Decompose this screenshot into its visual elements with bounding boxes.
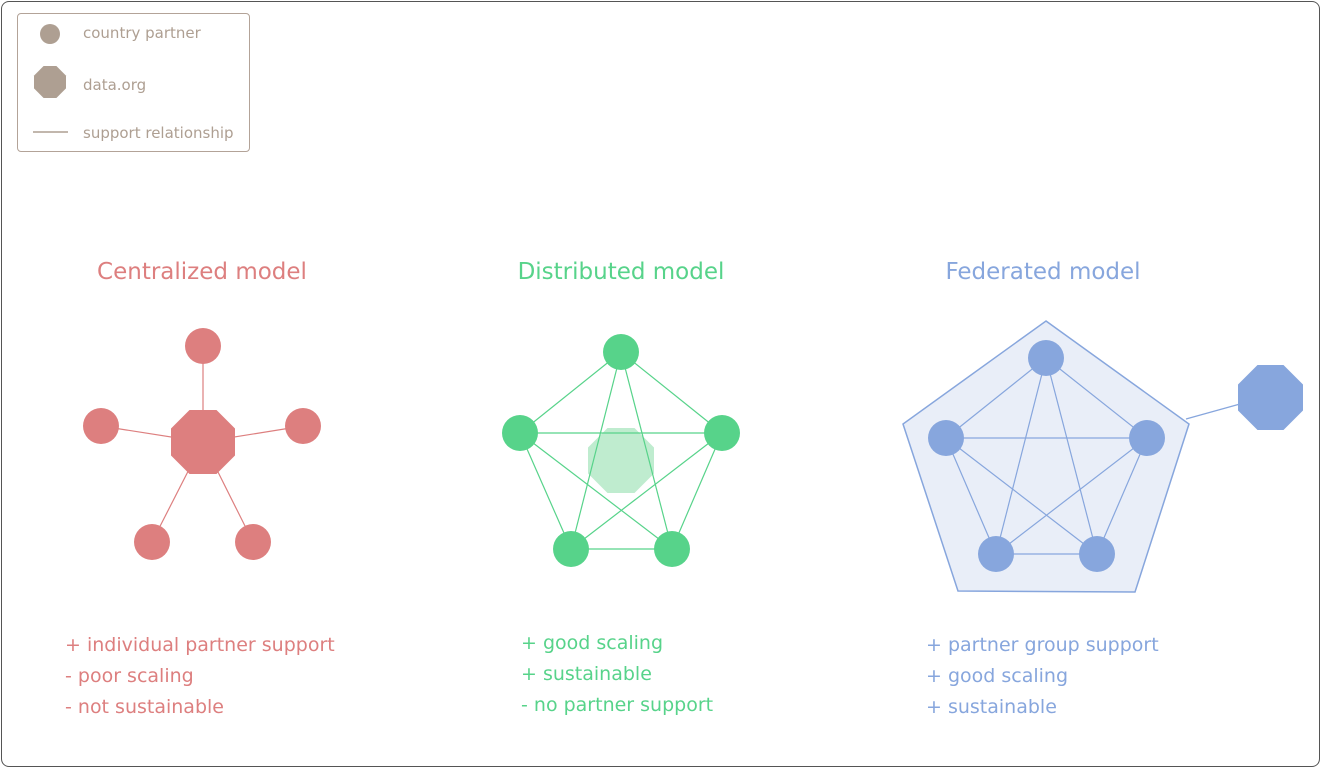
distributed-title: Distributed model	[517, 259, 725, 285]
distributed-point: + sustainable	[521, 663, 652, 685]
centralized-data-org-hub	[171, 410, 235, 474]
distributed-country-partner	[704, 415, 740, 451]
federated-title: Federated model	[945, 259, 1141, 285]
distributed-faded-data-org-hub	[588, 428, 654, 493]
federated-group-support-line	[1185, 403, 1241, 420]
centralized-point: - not sustainable	[65, 696, 224, 718]
distributed-country-partner	[603, 334, 639, 370]
legend-label-data-org: data.org	[83, 76, 147, 94]
federated-point: + sustainable	[926, 696, 1057, 718]
centralized-country-partner	[185, 328, 221, 364]
legend-label-support-relationship: support relationship	[83, 124, 234, 142]
centralized-country-partner	[285, 408, 321, 444]
federated-country-partner	[978, 536, 1014, 572]
federated-country-partner	[928, 420, 964, 456]
centralized-title: Centralized model	[97, 259, 307, 285]
federated-country-partner	[1129, 420, 1165, 456]
legend-symbols	[33, 24, 68, 133]
federated-partner-group	[902, 320, 1190, 593]
distributed-diagram	[502, 334, 740, 567]
distributed-country-partner	[654, 531, 690, 567]
centralized-country-partner	[134, 524, 170, 560]
federated-country-partner	[1079, 536, 1115, 572]
centralized-point: - poor scaling	[65, 665, 194, 687]
distributed-country-partner	[553, 531, 589, 567]
centralized-country-partner	[83, 408, 119, 444]
federated-data-org	[1238, 365, 1303, 430]
federated-country-partner	[1028, 340, 1064, 376]
centralized-country-partner	[235, 524, 271, 560]
distributed-country-partner	[502, 415, 538, 451]
legend: country partner data.org support relatio…	[17, 13, 250, 152]
legend-data-org-symbol	[34, 66, 66, 98]
legend-label-country-partner: country partner	[83, 24, 201, 42]
federated-point: + partner group support	[926, 634, 1159, 656]
federated-diagram	[902, 320, 1303, 593]
federated-point: + good scaling	[926, 665, 1069, 687]
distributed-point: - no partner support	[521, 694, 714, 716]
centralized-point: + individual partner support	[65, 634, 335, 656]
centralized-diagram	[83, 328, 321, 560]
legend-country-partner-symbol	[40, 24, 60, 44]
distributed-point: + good scaling	[521, 632, 664, 654]
